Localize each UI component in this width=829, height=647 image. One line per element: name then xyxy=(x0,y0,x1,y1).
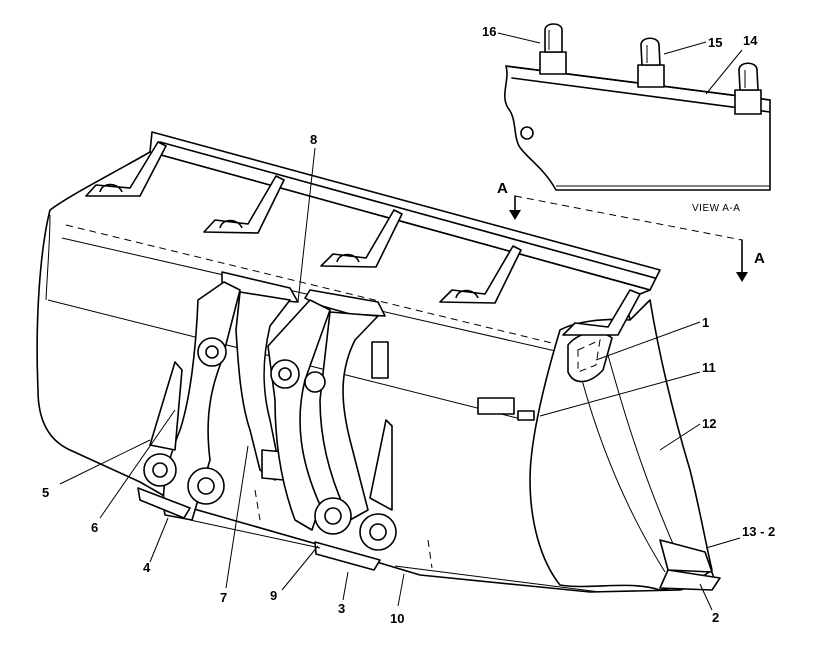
detail-adapter-14 xyxy=(734,62,762,115)
hinge-bracket-right xyxy=(267,289,397,551)
callout-1: 1 xyxy=(702,315,709,330)
callout-9: 9 xyxy=(270,588,277,603)
callout-16: 16 xyxy=(482,24,496,39)
callout-8: 8 xyxy=(310,132,317,147)
section-a-end: A xyxy=(754,250,765,267)
section-line-a-a: A A xyxy=(497,180,765,282)
view-a-a-label: VIEW A-A xyxy=(692,203,740,214)
callout-7: 7 xyxy=(220,590,227,605)
callout-4: 4 xyxy=(143,560,151,575)
detail-adapter-15 xyxy=(637,37,665,88)
callout-12: 12 xyxy=(702,416,716,431)
leader-lines xyxy=(59,32,743,611)
callout-13-2: 13 - 2 xyxy=(742,524,775,539)
callout-6: 6 xyxy=(91,520,98,535)
callout-3: 3 xyxy=(338,601,345,616)
detail-view-a-a: VIEW A-A xyxy=(504,23,771,214)
callout-10: 10 xyxy=(390,611,404,626)
rim-hooks xyxy=(85,141,641,336)
callout-15: 15 xyxy=(708,35,722,50)
callout-labels: 1 2 3 4 5 6 7 8 9 10 11 12 13 - 2 14 15 … xyxy=(42,24,775,626)
callout-5: 5 xyxy=(42,485,49,500)
detail-adapter-16 xyxy=(539,23,567,75)
callout-11: 11 xyxy=(702,360,716,375)
section-a-start: A xyxy=(497,180,508,197)
callout-2: 2 xyxy=(712,610,719,625)
bucket-body xyxy=(36,131,721,593)
callout-14: 14 xyxy=(743,33,758,48)
